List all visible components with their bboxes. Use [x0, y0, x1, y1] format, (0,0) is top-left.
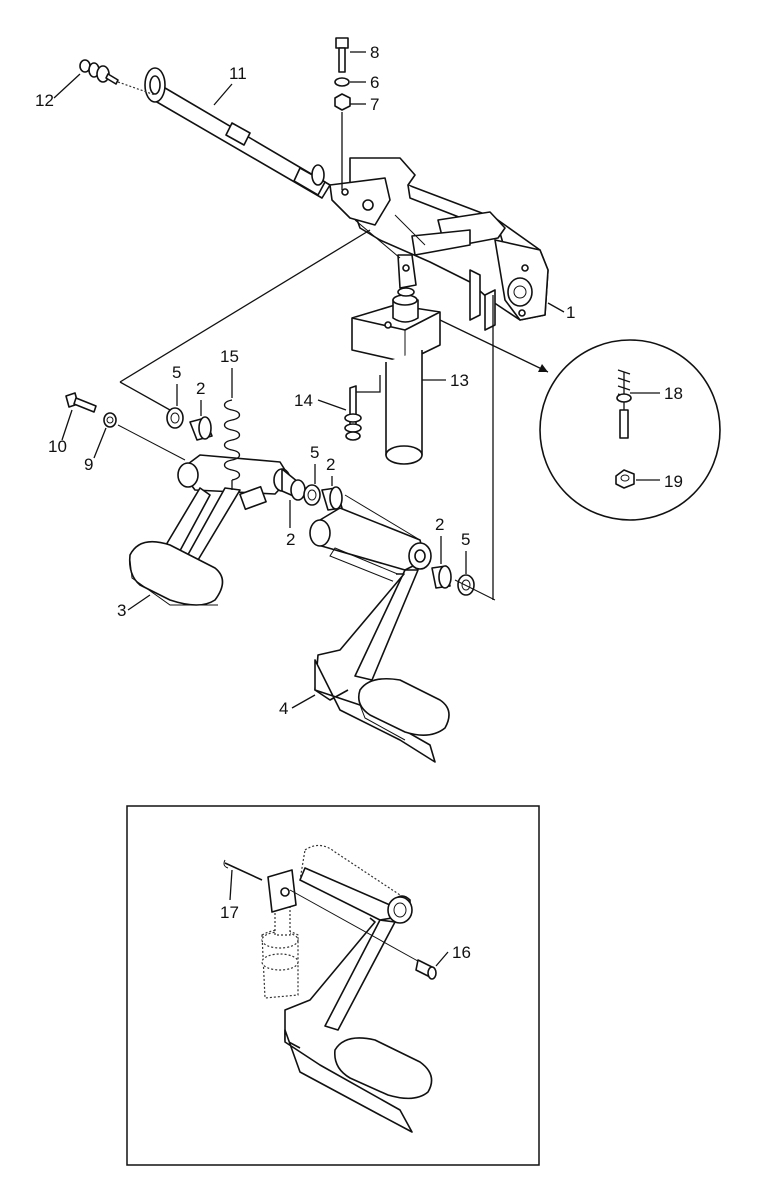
callout-leader-c1: [547, 302, 565, 313]
inset-detail-box: [126, 805, 540, 1166]
callout-leader-c3: [127, 594, 151, 611]
bushing-2-right-b: [431, 565, 452, 589]
callout-label-c5b: 5: [310, 443, 319, 462]
washer-5-left: [166, 407, 184, 429]
callout-label-c15: 15: [220, 347, 239, 366]
nut-9: [103, 412, 117, 428]
return-spring: [223, 399, 241, 490]
callout-label-c6: 6: [370, 73, 379, 92]
callout-leader-c16: [435, 951, 449, 967]
bushing-2-right-a: [321, 486, 343, 511]
washer-nut-set-12: [79, 59, 156, 96]
washer-6: [334, 77, 350, 87]
callout-leader-c9: [93, 427, 107, 459]
callout-label-c2b: 2: [286, 530, 295, 549]
bolt-10: [65, 392, 97, 413]
callout-label-c10: 10: [48, 437, 67, 456]
callout-label-c4: 4: [279, 699, 288, 718]
bushing-2-center: [273, 468, 306, 501]
callout-leader-c14: [317, 399, 347, 411]
callout-leader-c11: [213, 83, 233, 106]
adjuster-screw-18: [616, 369, 632, 439]
brake-pedal: [128, 454, 291, 606]
callout-label-c5a: 5: [172, 363, 181, 382]
callout-label-c5c: 5: [461, 530, 470, 549]
callout-label-c9: 9: [84, 455, 93, 474]
callout-label-c1: 1: [566, 303, 575, 322]
callout-leader-c17: [229, 869, 233, 901]
callout-leader-c4: [291, 694, 316, 709]
nut-19: [615, 469, 635, 489]
callout-label-c12: 12: [35, 91, 54, 110]
callout-label-c2c: 2: [326, 455, 335, 474]
callout-leader-c12: [53, 73, 81, 99]
nut-7: [334, 93, 351, 111]
detail-circle: [439, 319, 721, 521]
callout-label-c8: 8: [370, 43, 379, 62]
callout-label-c7: 7: [370, 95, 379, 114]
callout-label-c2a: 2: [196, 379, 205, 398]
callout-label-c18: 18: [664, 384, 683, 403]
bolt-8: [335, 37, 349, 73]
pedal-frame-bracket: [329, 157, 549, 331]
callout-label-c16: 16: [452, 943, 471, 962]
clutch-pedal: [309, 507, 450, 763]
callout-label-c19: 19: [664, 472, 683, 491]
callout-label-c14: 14: [294, 391, 313, 410]
cross-shaft: [144, 67, 331, 199]
callout-label-c13: 13: [450, 371, 469, 390]
callout-label-c3: 3: [117, 601, 126, 620]
bolt-14: [344, 385, 362, 441]
callout-label-c17: 17: [220, 903, 239, 922]
washer-5-center: [303, 484, 321, 506]
callout-label-c11: 11: [229, 64, 247, 83]
callout-leader-c10: [61, 409, 73, 441]
master-cylinder: [351, 254, 441, 465]
pin-16: [415, 959, 437, 980]
callout-label-c2d: 2: [435, 515, 444, 534]
bushing-2-left: [189, 416, 213, 441]
